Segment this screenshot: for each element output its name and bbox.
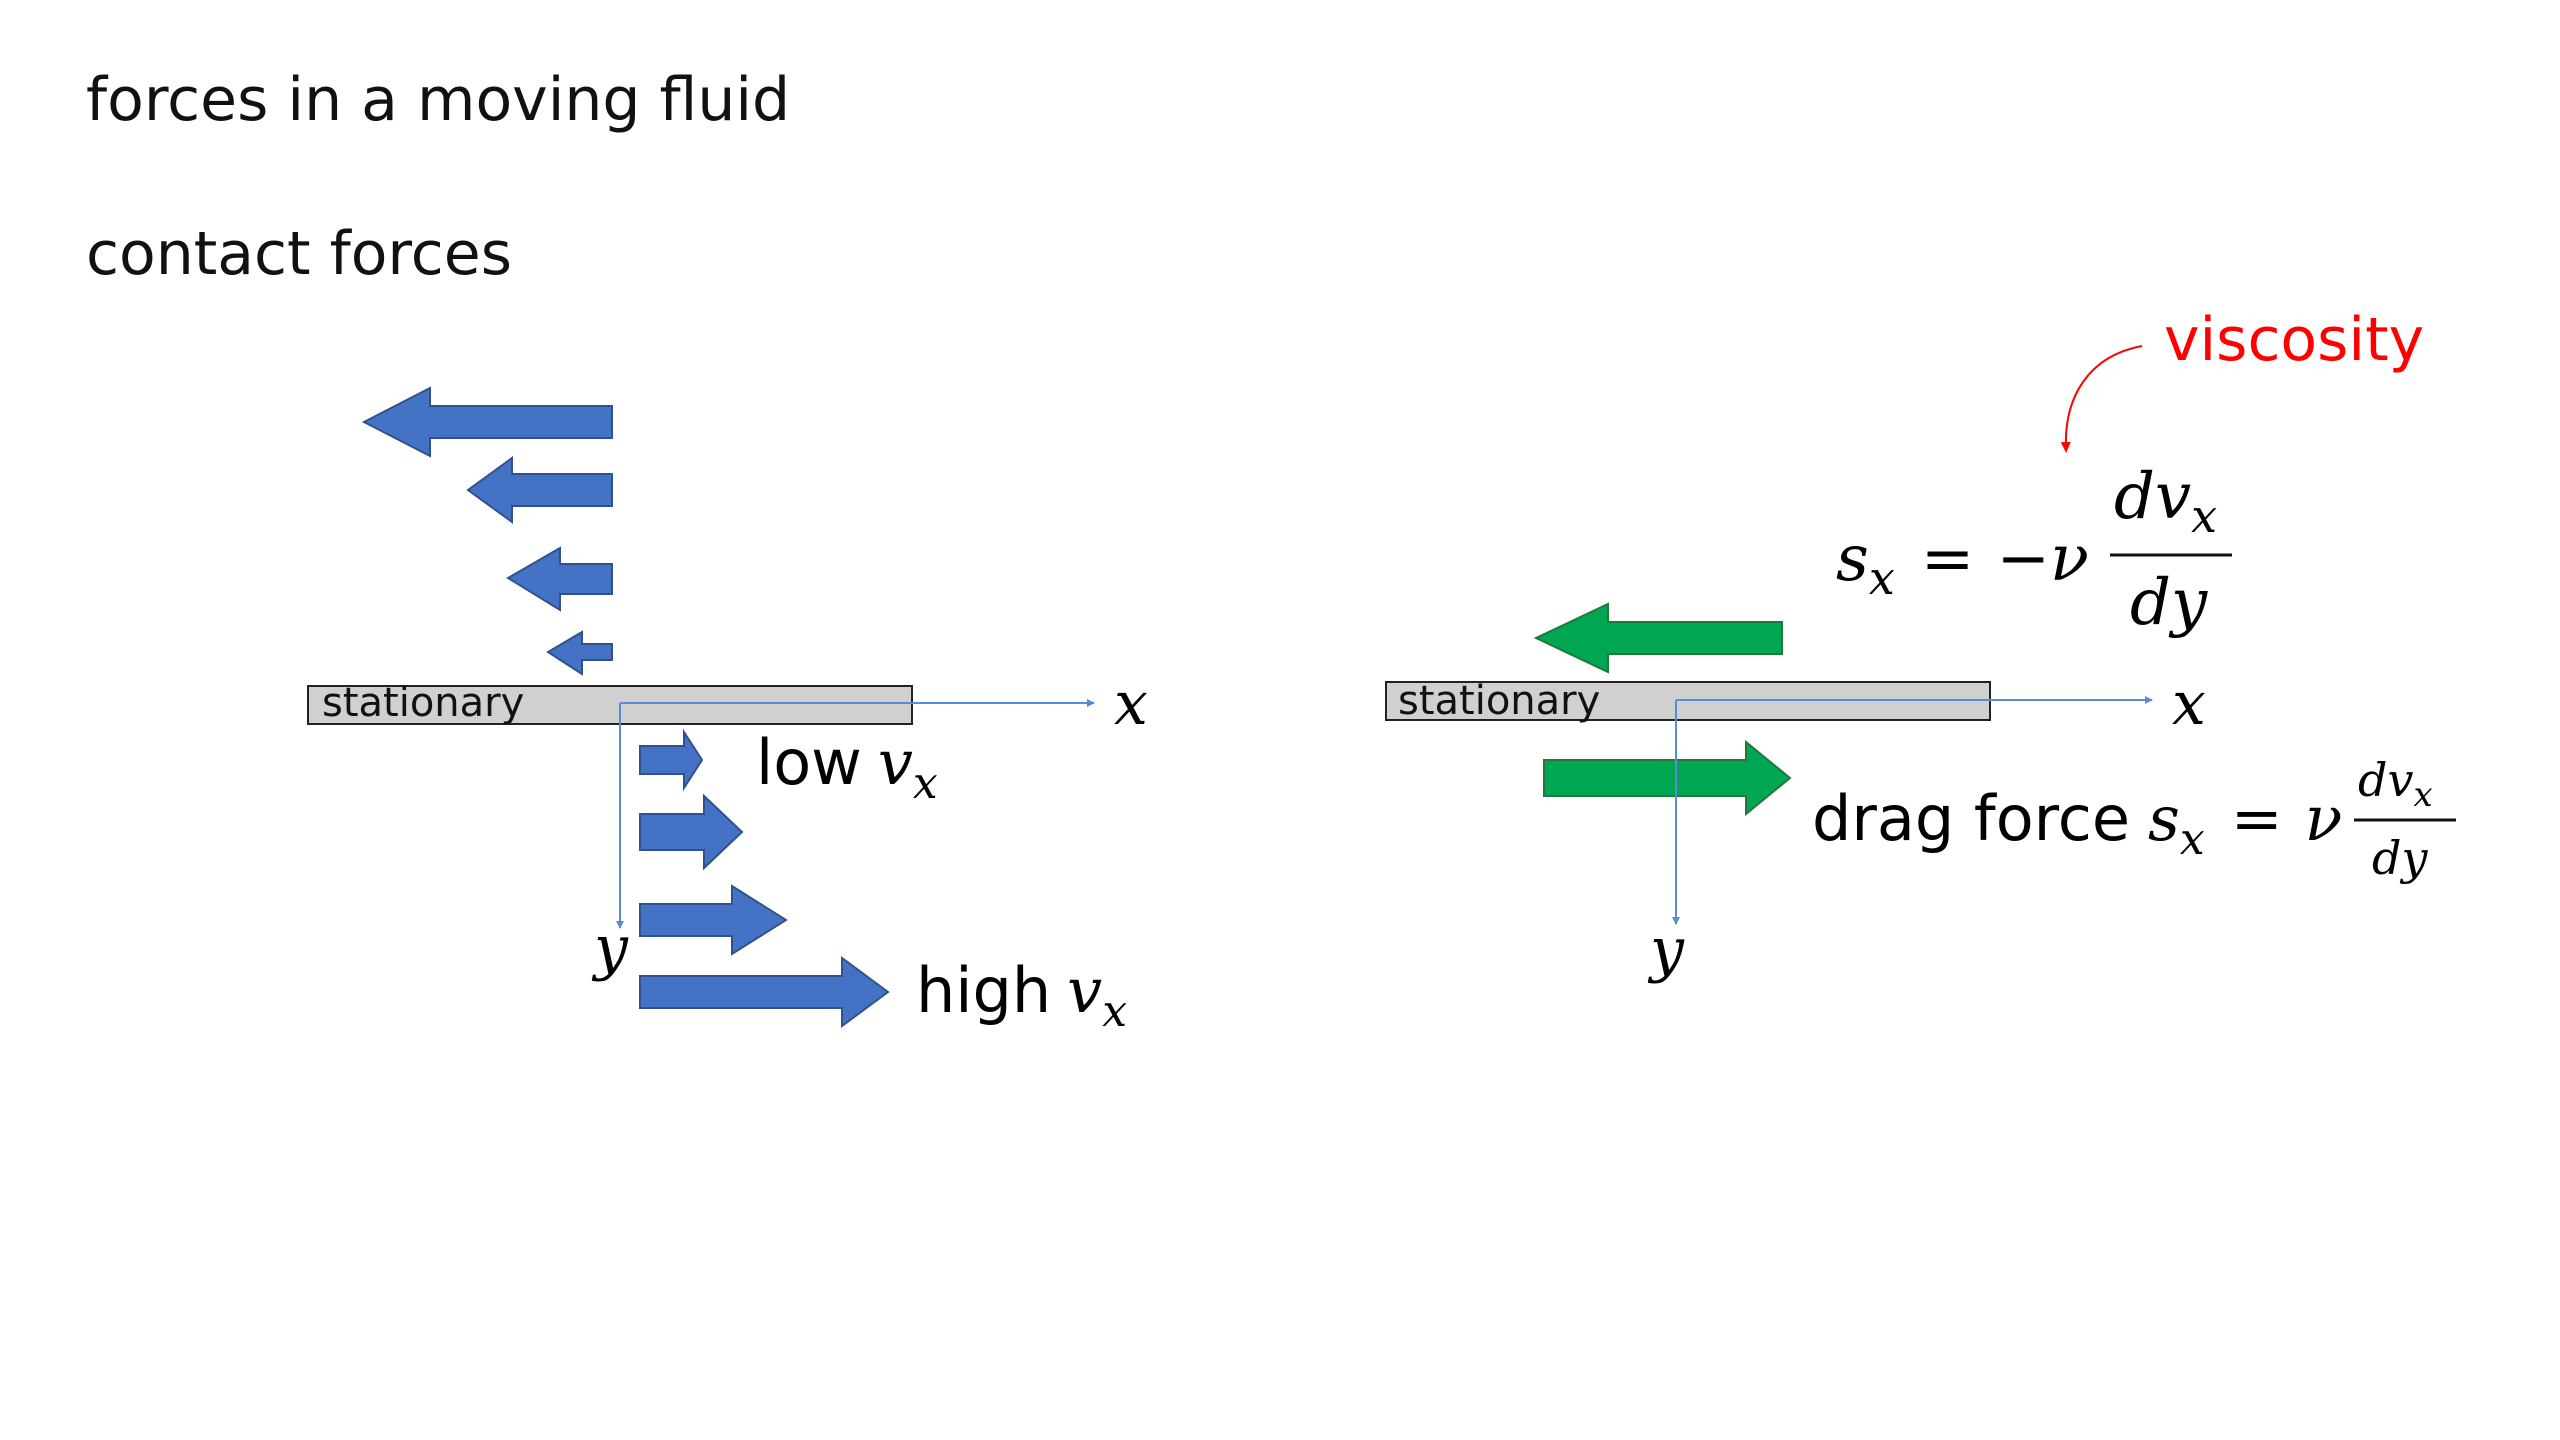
svg-text:sx=−ν: sx=−ν xyxy=(1836,522,2089,605)
stationary-plate xyxy=(307,685,913,725)
flow-arrow-right-2 xyxy=(639,793,744,871)
flow-arrow-right-1 xyxy=(639,728,704,792)
svg-text:dy: dy xyxy=(2372,831,2428,885)
viscous-stress-equation: sx=−ν dvx dy xyxy=(1836,460,2232,640)
x-axis-label-right: x xyxy=(2172,669,2206,739)
x-axis-label: x xyxy=(1114,669,1148,739)
slide-title: forces in a moving fluid xyxy=(86,65,791,135)
svg-text:dvx: dvx xyxy=(2114,460,2217,543)
y-axis-label-right: y xyxy=(1647,915,1685,985)
flow-arrow-left-4 xyxy=(546,630,613,676)
right-panel: viscosity sx=−ν dvx dy stationary xyxy=(1385,305,2456,985)
viscosity-label: viscosity xyxy=(2164,305,2424,375)
viscosity-pointer xyxy=(2060,345,2143,453)
plate-label-right: stationary xyxy=(1398,678,1600,724)
slide-subtitle: contact forces xyxy=(86,219,512,289)
drag-arrow-lower xyxy=(1543,739,1792,817)
y-axis-label: y xyxy=(591,913,629,983)
flow-arrow-right-4 xyxy=(639,956,890,1028)
flow-arrow-left-3 xyxy=(506,546,613,612)
svg-text:dvx: dvx xyxy=(2358,753,2433,815)
plate-label: stationary xyxy=(322,680,524,726)
flow-arrow-right-3 xyxy=(639,884,788,956)
flow-arrow-left-1 xyxy=(361,386,613,458)
drag-arrow-upper xyxy=(1533,602,1783,674)
flow-arrow-left-2 xyxy=(466,456,613,524)
svg-text:dy: dy xyxy=(2130,566,2208,640)
